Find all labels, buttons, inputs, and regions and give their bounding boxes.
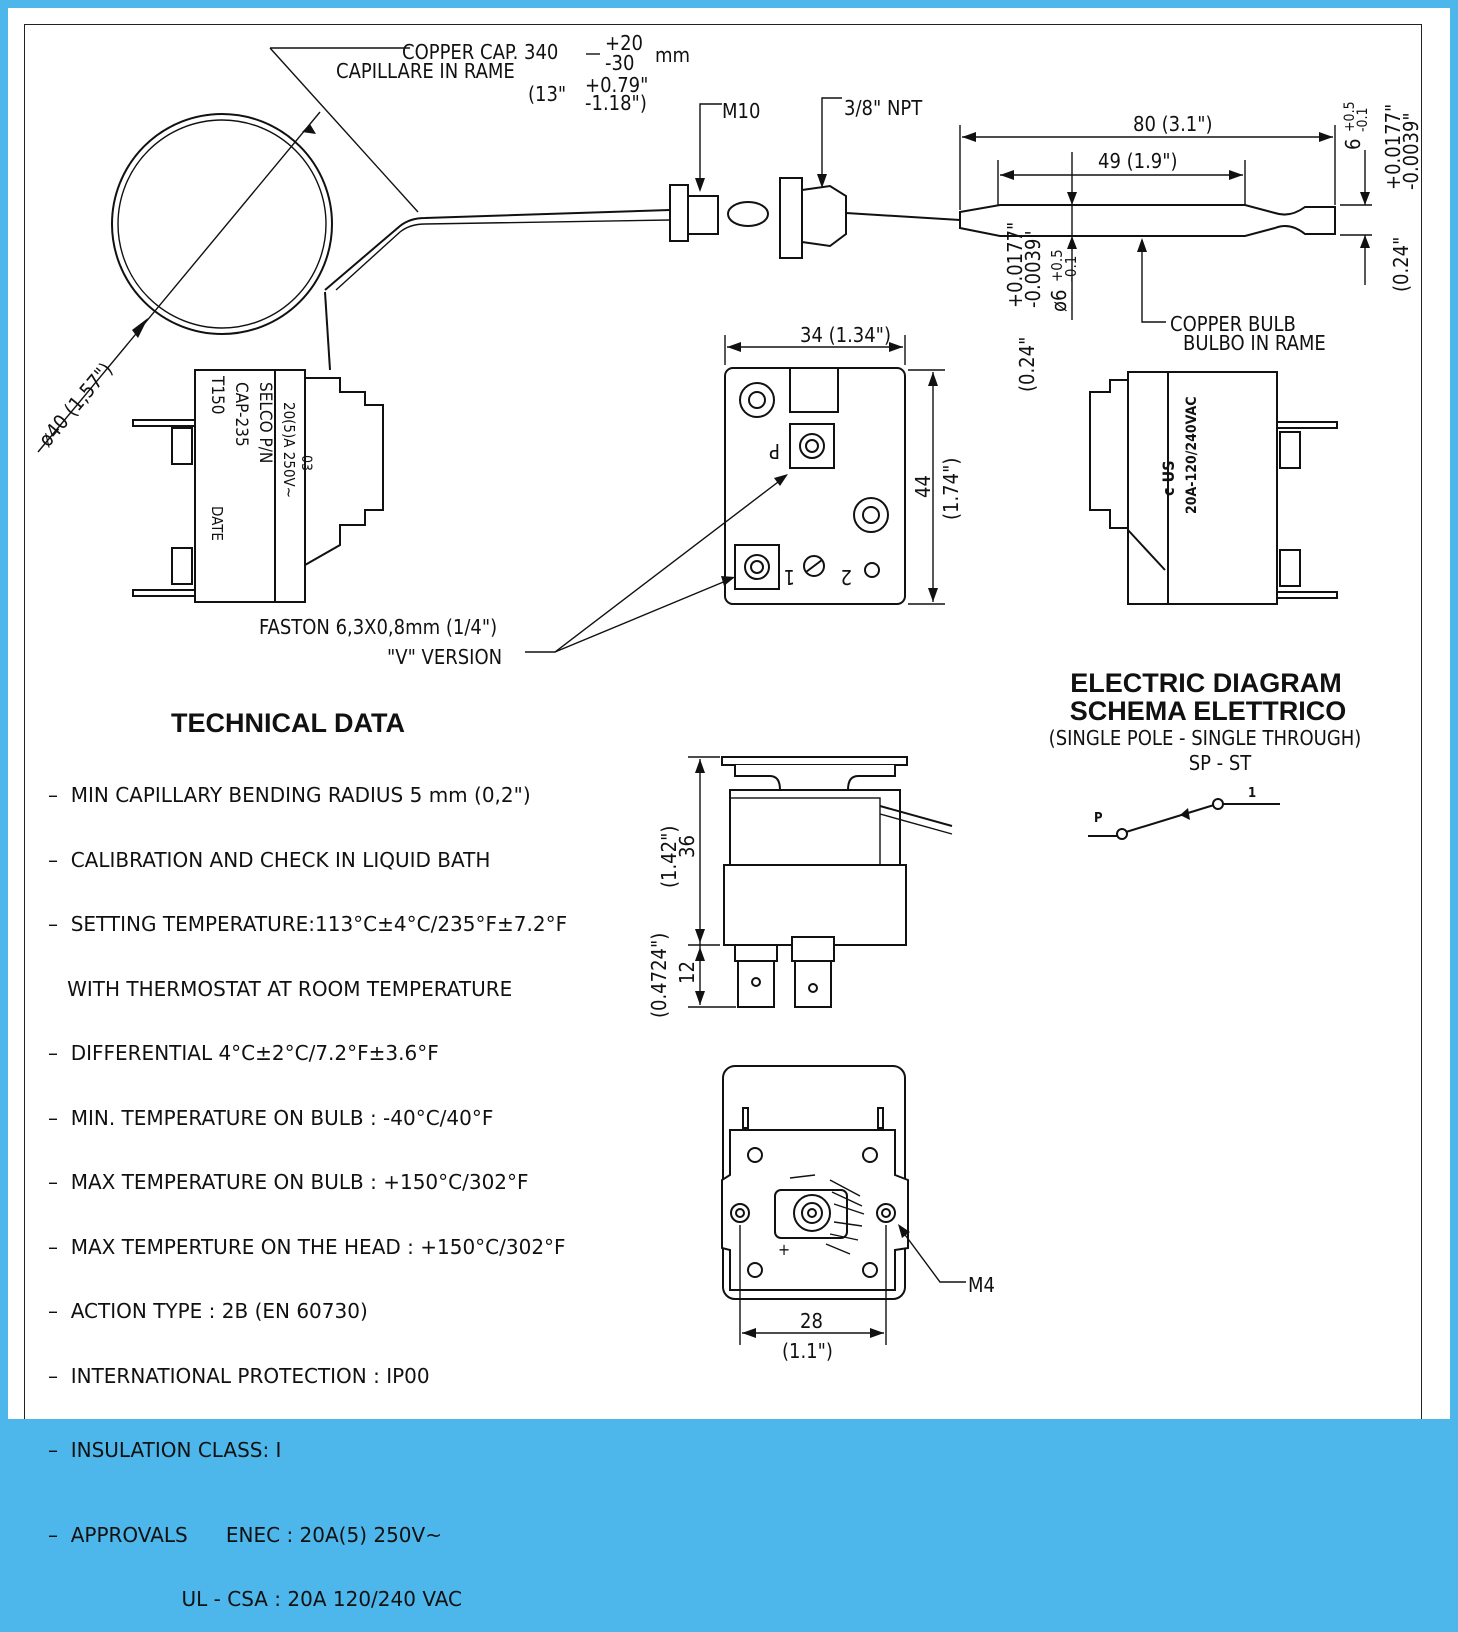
m10-flange — [669, 184, 689, 242]
copper-bulb-label: COPPER BULB — [1170, 312, 1296, 336]
svg-text:+0.5: +0.5 — [1342, 101, 1358, 132]
svg-text:SELCO P/N: SELCO P/N — [255, 382, 275, 463]
svg-text:-0.0039": -0.0039" — [1399, 112, 1423, 190]
drawing-frame — [24, 24, 1422, 1419]
svg-text:ø6: ø6 — [1047, 290, 1071, 312]
svg-text:-30: -30 — [605, 51, 634, 75]
m4-label: M4 — [968, 1273, 995, 1297]
capillary-coil-inner — [117, 119, 327, 329]
tech-item: – MIN. TEMPERATURE ON BULB : -40°C/40°F — [48, 1105, 494, 1130]
phi40-leader — [37, 111, 321, 453]
phi40-label: ø40 (1,57") — [33, 358, 117, 452]
svg-text:(0.4724"): (0.4724") — [647, 933, 671, 1018]
m10-leader — [699, 103, 722, 180]
fittings: M10 3/8" NPT — [669, 96, 961, 259]
svg-text:+0.79": +0.79" — [585, 73, 648, 97]
capillare-label: CAPILLARE IN RAME — [336, 59, 515, 83]
svg-text:(13": (13" — [528, 82, 566, 106]
technical-data-title: TECHNICAL DATA — [171, 708, 405, 738]
svg-text:1: 1 — [784, 565, 795, 589]
thermostat-bottom: + M4 28 (1.1") — [721, 1065, 995, 1363]
technical-drawing: ø40 (1,57") COPPER CAP. 340 +20 -30 mm C… — [33, 31, 1423, 1363]
svg-text:12: 12 — [675, 961, 699, 984]
svg-text:03: 03 — [298, 455, 314, 471]
tech-item: WITH THERMOSTAT AT ROOM TEMPERATURE — [67, 976, 513, 1001]
tech-item: – CALIBRATION AND CHECK IN LIQUID BATH — [48, 847, 491, 872]
svg-text:SP - ST: SP - ST — [1189, 751, 1253, 775]
switch-contact — [1125, 804, 1215, 833]
tech-item: – INTERNATIONAL PROTECTION : IP00 — [48, 1363, 430, 1388]
electric-diagram-title: ELECTRIC DIAGRAM — [1070, 668, 1342, 698]
svg-text:-1.18"): -1.18") — [585, 91, 647, 115]
ul-rating: 20A-120/240VAC — [1184, 397, 1200, 514]
thermostat-side-right: 20A-120/240VAC c US — [1089, 371, 1338, 605]
tech-item: – SETTING TEMPERATURE:113°C±4°C/235°F±7.… — [48, 912, 568, 936]
svg-text:+: + — [778, 1240, 790, 1259]
svg-text:+0.5: +0.5 — [1048, 249, 1066, 282]
svg-text:T150: T150 — [207, 375, 227, 415]
dim34-label: 34 (1.34") — [800, 323, 891, 347]
svg-text:+0.0177": +0.0177" — [1381, 104, 1405, 190]
capillary-tube-upper — [324, 209, 671, 291]
tech-item: – ACTION TYPE : 2B (EN 60730) — [48, 1299, 368, 1323]
copper-bulb-leader — [1141, 240, 1166, 323]
capillary-coil — [111, 113, 333, 335]
svg-text:36: 36 — [675, 835, 699, 858]
dim49-label: 49 (1.9") — [1098, 149, 1178, 173]
tech-item: – MAX TEMPERTURE ON THE HEAD : +150°C/30… — [48, 1234, 566, 1259]
svg-text:-0.1: -0.1 — [1355, 107, 1371, 132]
tech-item: – DIFFERENTIAL 4°C±2°C/7.2°F±3.6°F — [48, 1041, 439, 1065]
c-us-mark: c US — [1159, 460, 1178, 496]
technical-data-list: – MIN CAPILLARY BENDING RADIUS 5 mm (0,2… — [48, 742, 567, 1632]
svg-text:-0.1: -0.1 — [1062, 256, 1080, 282]
svg-text:DATE: DATE — [208, 506, 226, 541]
v-version-label: "V" VERSION — [387, 645, 502, 669]
svg-text:+0.0177": +0.0177" — [1003, 222, 1027, 308]
bulb-body — [959, 204, 1336, 237]
svg-text:1: 1 — [1248, 786, 1256, 801]
svg-text:(0.24": (0.24" — [1015, 337, 1039, 392]
copper-cap-label: COPPER CAP. 340 — [402, 40, 558, 64]
svg-text:(0.24": (0.24" — [1389, 237, 1413, 292]
svg-text:20(5)A 250V~: 20(5)A 250V~ — [280, 402, 298, 498]
capillary-tube-lower — [324, 291, 331, 371]
tech-item: – MAX TEMPERATURE ON BULB : +150°C/302°F — [48, 1170, 529, 1194]
cap-leader — [269, 47, 419, 213]
thermostat-front: P 1 2 34 (1.34") 44 (1.74") FASTON 6,3X0… — [259, 323, 963, 669]
m10-nut — [687, 195, 719, 235]
npt-leader — [821, 97, 842, 176]
tech-item: – INSULATION CLASS: I — [48, 1438, 282, 1462]
svg-text:(1.42"): (1.42") — [657, 826, 681, 888]
svg-text:(1.74"): (1.74") — [939, 458, 963, 520]
npt-body — [801, 184, 847, 248]
svg-text:-0.0039": -0.0039" — [1021, 230, 1045, 308]
svg-text:CAP-235: CAP-235 — [231, 382, 251, 447]
tech-item: – MIN CAPILLARY BENDING RADIUS 5 mm (0,2… — [48, 783, 531, 807]
svg-text:mm: mm — [655, 43, 690, 67]
tech-item: UL - CSA : 20A 120/240 VAC — [181, 1587, 463, 1611]
thermostat-side-left: SELCO P/N CAP-235 T150 20(5)A 250V~ 03 D… — [132, 369, 384, 603]
svg-text:(1.1"): (1.1") — [782, 1339, 833, 1363]
npt-label: 3/8" NPT — [844, 96, 923, 120]
schema-title: SCHEMA ELETTRICO — [1070, 696, 1347, 726]
m10-label: M10 — [722, 99, 760, 123]
faston-label: FASTON 6,3X0,8mm (1/4") — [259, 615, 497, 639]
svg-text:+20: +20 — [605, 31, 643, 55]
svg-text:(SINGLE POLE - SINGLE THROUGH): (SINGLE POLE - SINGLE THROUGH) — [1049, 726, 1362, 750]
dim80-label: 80 (3.1") — [1133, 112, 1213, 136]
svg-text:44: 44 — [911, 475, 935, 498]
svg-text:P: P — [769, 439, 780, 463]
bulb: 80 (3.1") 49 (1.9") COPPER BULB BULBO IN… — [959, 101, 1423, 392]
svg-text:P: P — [1094, 811, 1103, 826]
electric-diagram: ELECTRIC DIAGRAM SCHEMA ELETTRICO (SINGL… — [1049, 668, 1362, 840]
thermostat-side-middle: 36 (1.42") 12 (0.4724") — [647, 756, 953, 1018]
tech-item: – APPROVALS ENEC : 20A(5) 250V~ — [48, 1522, 442, 1547]
svg-text:2: 2 — [841, 565, 852, 589]
bulbo-label: BULBO IN RAME — [1183, 331, 1326, 355]
npt-flange — [779, 177, 803, 259]
svg-text:6: 6 — [1341, 139, 1365, 150]
dim28-label: 28 — [800, 1309, 823, 1333]
